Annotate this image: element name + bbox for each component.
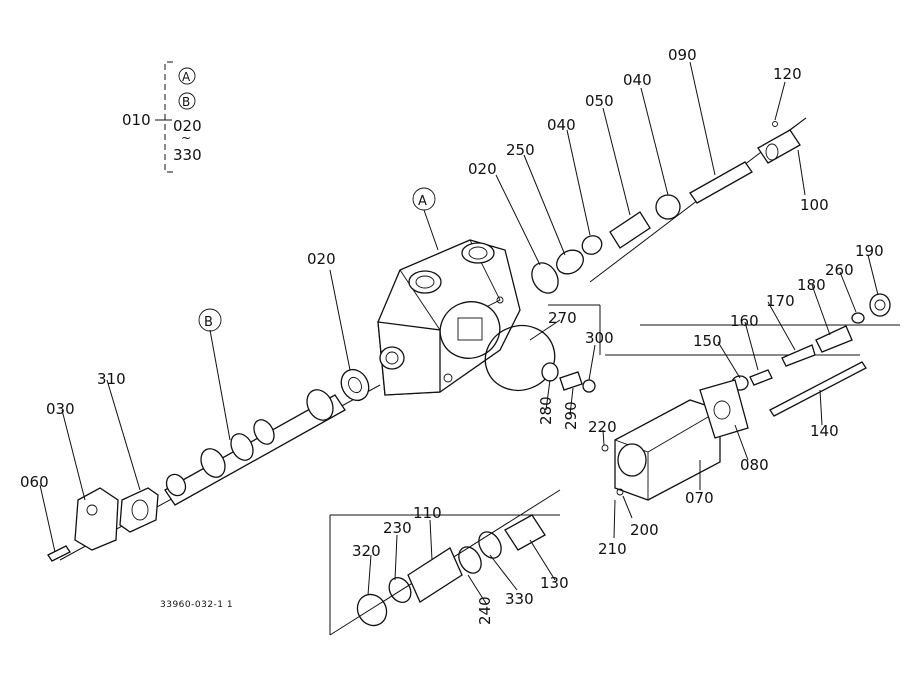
callout-170: 170 — [766, 292, 795, 310]
callout-120: 120 — [773, 65, 802, 83]
legend-ref-b: B — [182, 95, 190, 109]
legend-range-end: 330 — [173, 146, 202, 164]
legend-ref-b-circle — [178, 92, 196, 110]
callout-180: 180 — [797, 276, 826, 294]
callout-080: 080 — [740, 456, 769, 474]
legend-root-label: 010 — [122, 111, 151, 129]
callout-260: 260 — [825, 261, 854, 279]
callout-300: 300 — [585, 329, 614, 347]
callout-110: 110 — [413, 504, 442, 522]
callout-040-left: 040 — [547, 116, 576, 134]
callout-A: A — [418, 194, 427, 209]
legend-range-start: 020 — [173, 117, 202, 135]
callout-330: 330 — [505, 590, 534, 608]
callout-240: 240 — [476, 596, 494, 625]
callout-190: 190 — [855, 242, 884, 260]
callout-020-upper: 020 — [468, 160, 497, 178]
ref-circle-b: B — [198, 308, 222, 332]
callout-130: 130 — [540, 574, 569, 592]
callout-B: B — [204, 315, 213, 330]
legend-ref-a: A — [182, 70, 191, 84]
part-callouts: 020 020 030 040 040 050 060 070 080 090 … — [20, 46, 884, 625]
cap-block — [601, 379, 749, 501]
legend-range-tilde: ~ — [181, 131, 191, 145]
callout-140: 140 — [810, 422, 839, 440]
callout-290: 290 — [562, 401, 580, 430]
callout-160: 160 — [730, 312, 759, 330]
drawing-code: 33960-032-1 1 — [160, 600, 233, 610]
callout-230: 230 — [383, 519, 412, 537]
callout-090: 090 — [668, 46, 697, 64]
right-relief-stack — [731, 293, 891, 417]
callout-280: 280 — [537, 396, 555, 425]
end-plates — [47, 487, 159, 562]
callout-310: 310 — [97, 370, 126, 388]
legend-ref-a-circle — [178, 67, 196, 85]
spool-assembly — [164, 368, 370, 506]
callout-060: 060 — [20, 473, 49, 491]
callout-220: 220 — [588, 418, 617, 436]
callout-320: 320 — [352, 542, 381, 560]
callout-210: 210 — [598, 540, 627, 558]
legend-block: 010 A B 020 ~ 330 — [122, 61, 202, 173]
legend-bracket — [164, 61, 173, 173]
callout-250: 250 — [506, 141, 535, 159]
callout-200: 200 — [630, 521, 659, 539]
callout-020-lower: 020 — [307, 250, 336, 268]
valve-body — [377, 239, 521, 396]
callout-040-right: 040 — [623, 71, 652, 89]
upper-relief-stack — [531, 121, 801, 294]
lower-stack — [356, 514, 546, 627]
callout-070: 070 — [685, 489, 714, 507]
callout-030: 030 — [46, 400, 75, 418]
callout-270: 270 — [548, 309, 577, 327]
callout-050: 050 — [585, 92, 614, 110]
ref-circle-a: A — [412, 187, 436, 211]
callout-100: 100 — [800, 196, 829, 214]
leader-lines — [39, 61, 879, 606]
callout-150: 150 — [693, 332, 722, 350]
